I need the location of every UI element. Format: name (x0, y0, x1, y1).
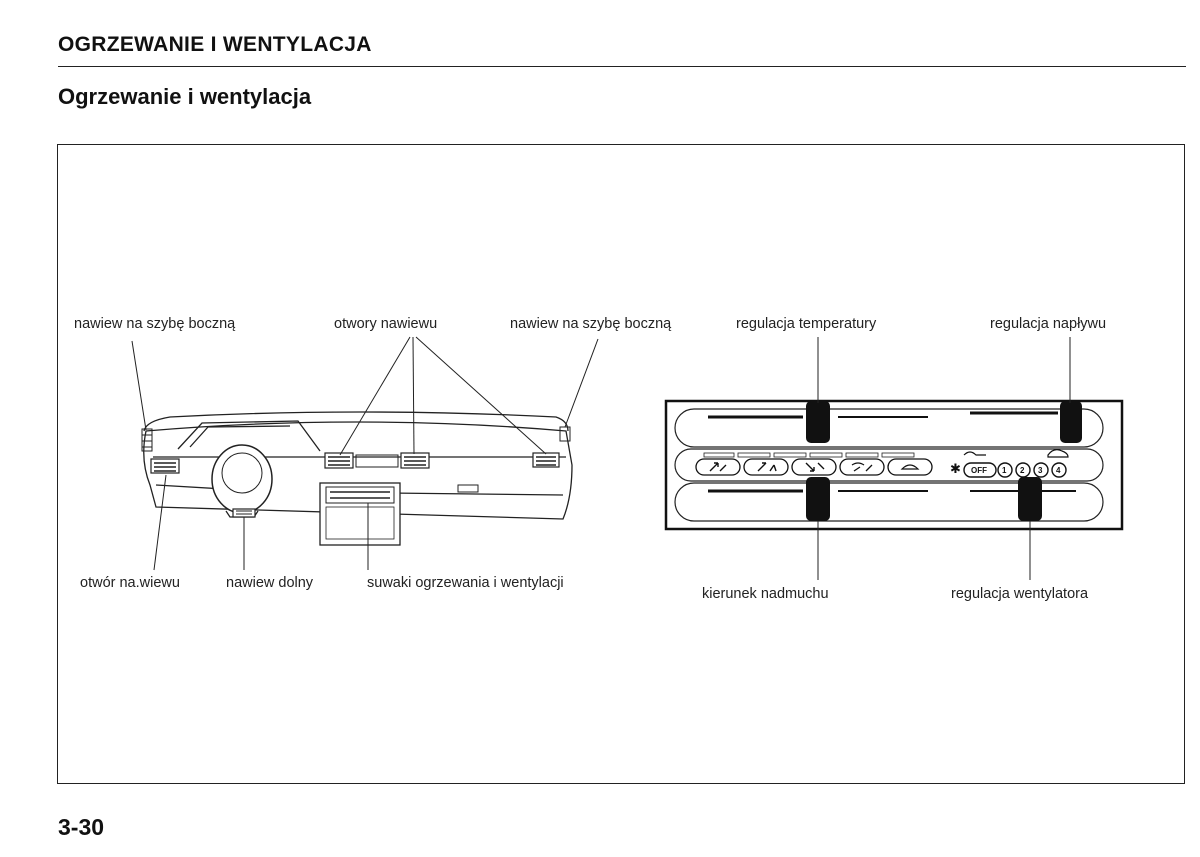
label-vent-opening: otwór na.wiewu (80, 575, 180, 591)
mode-button-floor-defrost[interactable] (839, 458, 885, 476)
fan-off-label: OFF (971, 466, 987, 475)
fresh-air-icon (963, 451, 986, 456)
mode-button-face[interactable] (695, 458, 741, 476)
intake-slider-knob[interactable] (1060, 401, 1082, 443)
subsection-title: Ogrzewanie i wentylacja (58, 84, 312, 109)
label-vent-openings: otwory nawiewu (334, 316, 437, 332)
section-title: OGRZEWANIE I WENTYLACJA (58, 33, 372, 56)
label-airflow-direction: kierunek nadmuchu (702, 586, 829, 602)
dashboard-illustration (141, 411, 573, 546)
center-vent-left-icon (324, 452, 354, 469)
left-side-vent-icon (141, 428, 153, 452)
fan-speed-buttons: OFF 1 2 3 4 (963, 462, 1067, 478)
glovebox-handle-icon (457, 484, 479, 493)
fan-speed-1-label: 1 (1002, 466, 1007, 475)
left-face-vent-icon (150, 458, 180, 474)
label-temperature-control: regulacja temperatury (736, 316, 877, 332)
temperature-slider-knob[interactable] (806, 401, 830, 443)
steering-wheel-icon (211, 444, 273, 518)
mode-button-floor[interactable] (791, 458, 837, 476)
fan-speed-4-button[interactable] (1051, 462, 1067, 478)
center-console-icon (319, 482, 401, 546)
mode-button-face-floor[interactable] (743, 458, 789, 476)
climate-control-panel: ✱ OFF 1 2 3 4 (664, 399, 1124, 531)
direction-slider-knob[interactable] (806, 477, 830, 521)
recirculation-icon (1047, 449, 1069, 458)
page-number: 3-30 (58, 814, 105, 840)
heating-ventilation-diagram: nawiew na szybę boczną otwory nawiewu na… (74, 316, 1124, 602)
fan-off-button[interactable] (963, 462, 997, 478)
radio-display-icon (355, 454, 399, 468)
label-side-window-vent-right: nawiew na szybę boczną (510, 316, 672, 332)
fan-speed-4-label: 4 (1056, 466, 1061, 475)
label-side-window-vent-left: nawiew na szybę boczną (74, 316, 236, 332)
figure-frame: nawiew na szybę boczną otwory nawiewu na… (57, 144, 1185, 784)
label-intake-control: regulacja napływu (990, 316, 1106, 332)
fan-slider-knob[interactable] (1018, 477, 1042, 521)
mode-button-defrost[interactable] (887, 458, 933, 476)
label-floor-vent: nawiew dolny (226, 575, 314, 591)
label-heater-sliders: suwaki ogrzewania i wentylacji (367, 575, 564, 591)
label-fan-control: regulacja wentylatora (951, 586, 1089, 602)
fan-icon: ✱ (950, 462, 961, 477)
floor-vent-icon (232, 508, 256, 518)
right-face-vent-icon (532, 452, 560, 468)
fan-speed-3-label: 3 (1038, 466, 1043, 475)
fan-speed-2-label: 2 (1020, 466, 1025, 475)
fan-speed-1-button[interactable] (997, 462, 1013, 478)
fan-speed-3-button[interactable] (1033, 462, 1049, 478)
center-vent-right-icon (400, 452, 430, 469)
mode-indicator-bars (703, 452, 915, 458)
section-divider (58, 66, 1186, 67)
